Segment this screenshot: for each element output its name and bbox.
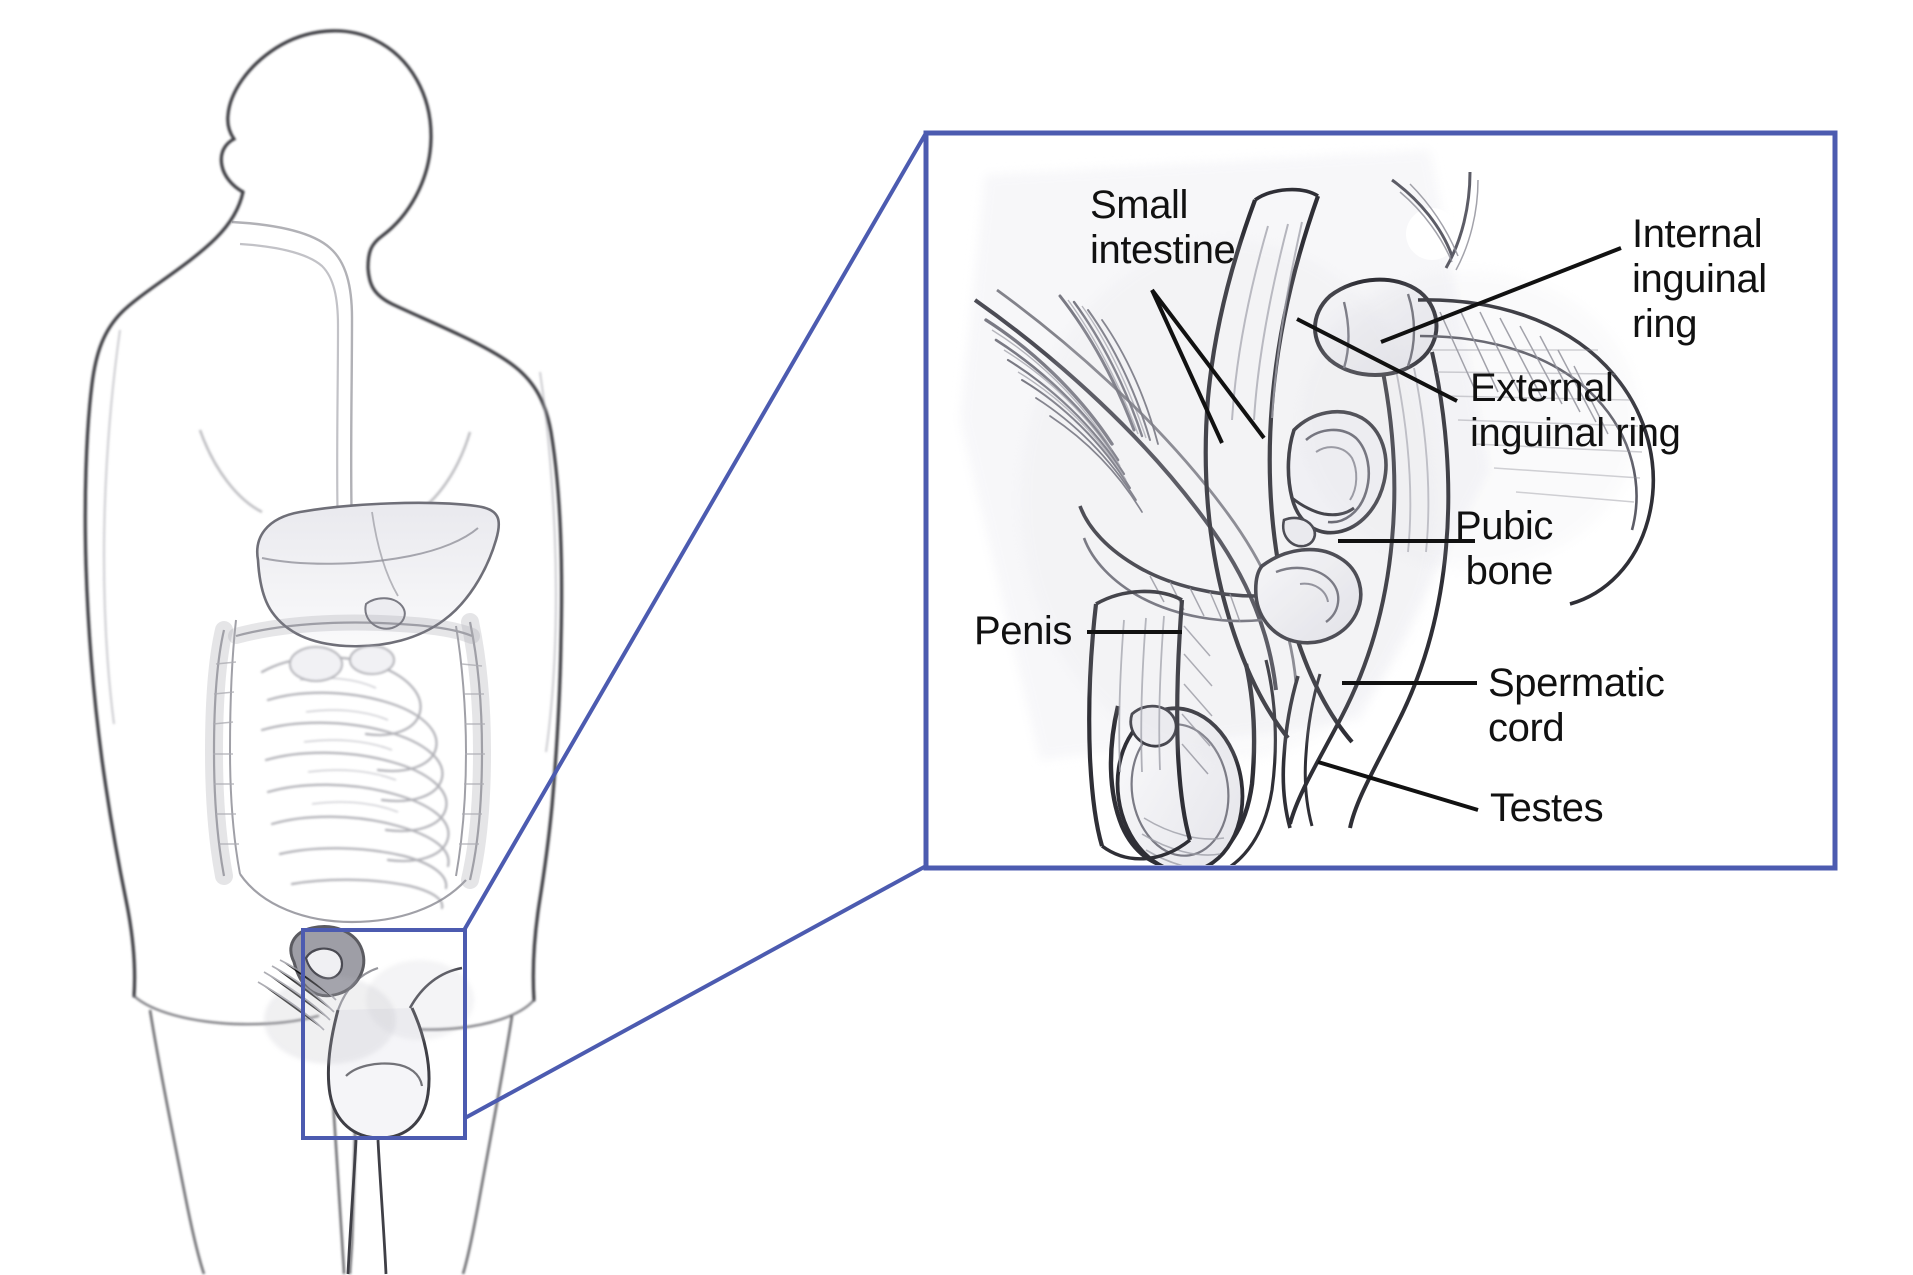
label-penis: Penis bbox=[973, 609, 1072, 653]
label-testes: Testes bbox=[1490, 786, 1604, 830]
groin-detail bbox=[257, 925, 474, 1275]
liver bbox=[255, 501, 501, 648]
label-internal-inguinal-ring: Internal inguinal ring bbox=[1632, 212, 1767, 346]
leader-internal-inguinal-ring bbox=[1380, 246, 1622, 344]
label-small-intestine: Small intestine bbox=[1090, 183, 1236, 272]
callout-line-lower bbox=[464, 864, 927, 1120]
zoom-region-box bbox=[301, 928, 467, 1140]
body-silhouette bbox=[83, 29, 564, 1275]
leader-small-intestine-a bbox=[1150, 289, 1224, 444]
leader-external-inguinal-ring bbox=[1296, 317, 1458, 403]
label-spermatic-cord: Spermatic cord bbox=[1488, 661, 1665, 750]
leader-small-intestine-b bbox=[1150, 288, 1266, 440]
leader-testes bbox=[1317, 760, 1479, 812]
large-intestine bbox=[204, 613, 492, 924]
small-intestine-coils bbox=[260, 645, 450, 910]
callout-line-upper bbox=[461, 131, 928, 934]
label-external-inguinal-ring: External inguinal ring bbox=[1470, 366, 1681, 455]
label-pubic-bone: Pubic bone bbox=[1454, 504, 1553, 593]
